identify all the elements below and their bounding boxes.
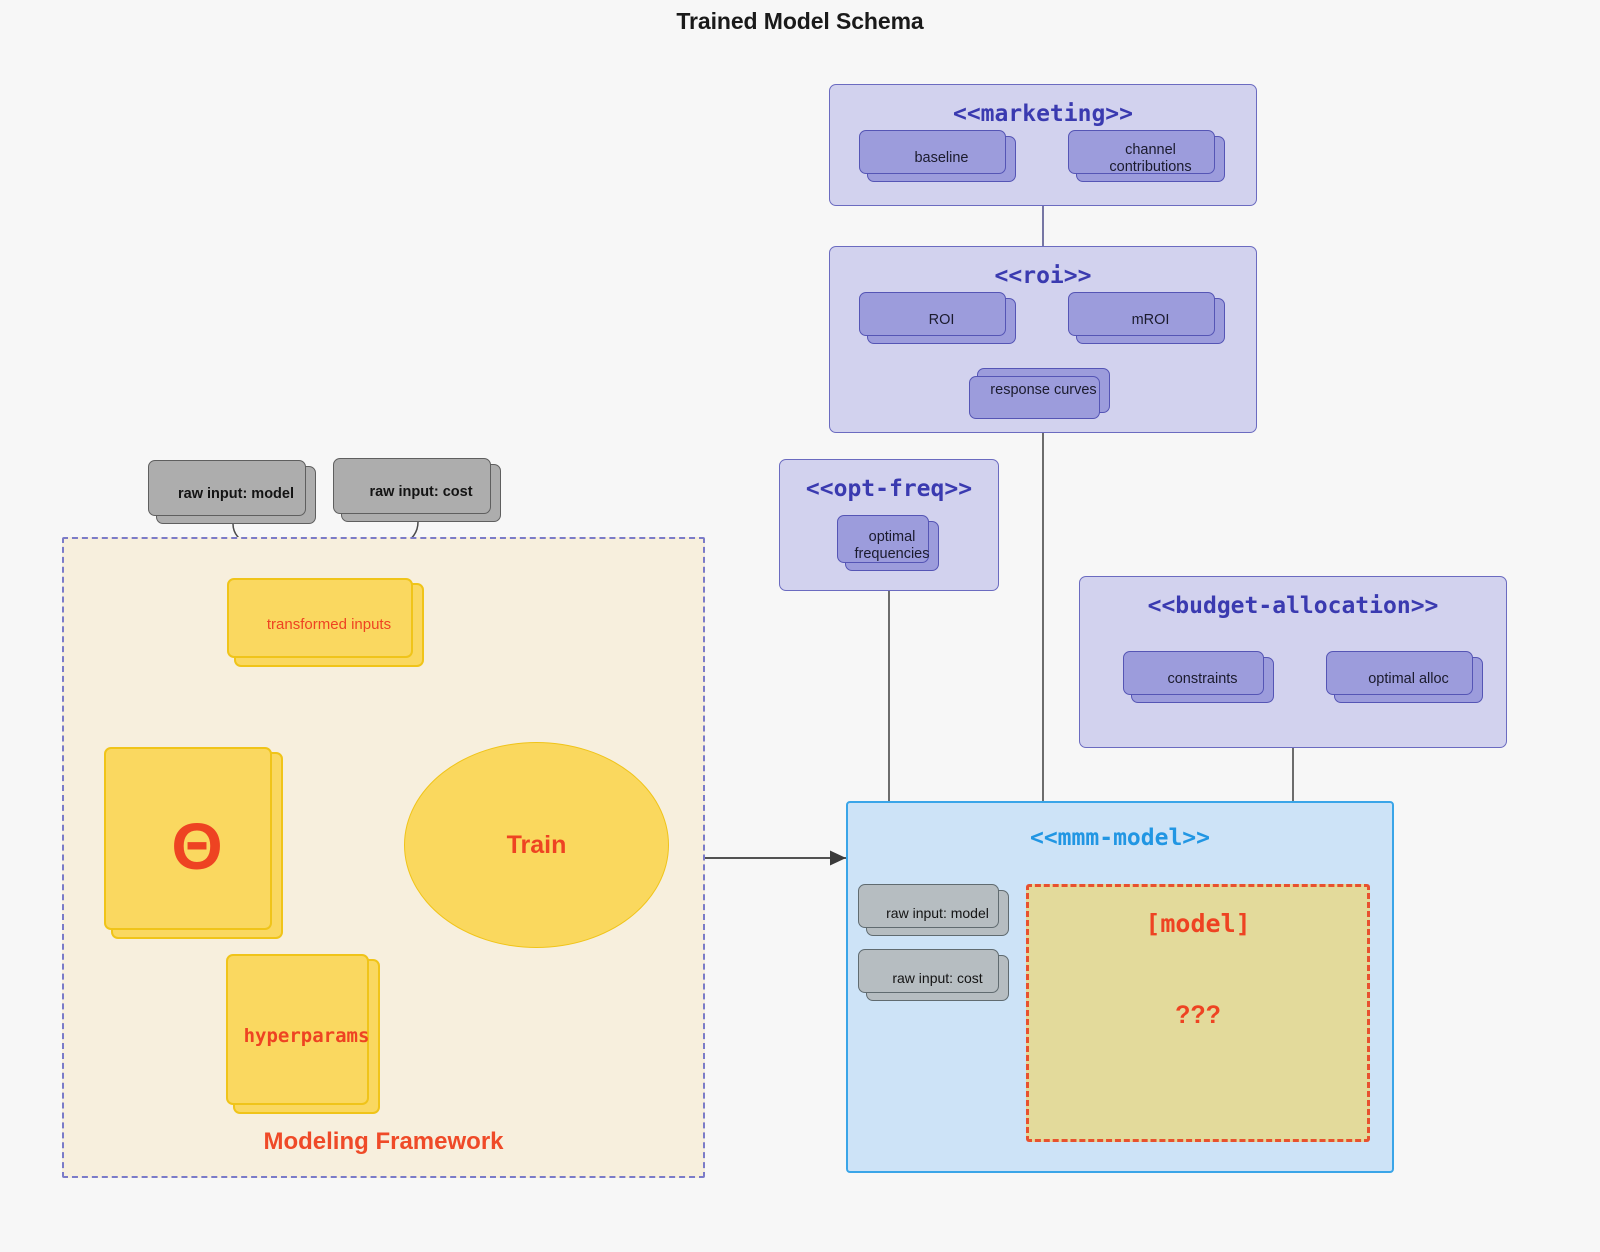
card-stack-shadow — [1068, 292, 1215, 336]
package-marketing-title: <<marketing>> — [952, 101, 1133, 127]
node-optimal-alloc[interactable]: optimal alloc — [1326, 651, 1483, 703]
node-label: raw input: model — [178, 486, 294, 503]
node-mmm-raw-input-cost[interactable]: raw input: cost — [858, 949, 1009, 1001]
page-title: Trained Model Schema — [676, 8, 924, 34]
card-stack-shadow — [858, 884, 999, 928]
card-stack-shadow — [227, 578, 413, 658]
node-label: ROI — [928, 312, 955, 329]
card-stack-shadow — [1326, 651, 1473, 695]
node-raw-input-cost[interactable]: raw input: cost — [333, 458, 501, 522]
package-mmm-model-title: <<mmm-model>> — [1029, 825, 1210, 851]
node-optimal-frequencies[interactable]: optimal frequencies — [837, 515, 939, 571]
node-label: raw input: cost — [369, 484, 473, 501]
node-label: hyperparams — [243, 1025, 370, 1048]
card-stack-shadow — [858, 949, 999, 993]
node-label: baseline — [914, 150, 969, 167]
package-roi-title: <<roi>> — [994, 263, 1092, 289]
node-label: raw input: cost — [892, 969, 983, 986]
theta-glyph: Θ — [171, 808, 223, 883]
card-stack-shadow — [333, 458, 491, 514]
node-mmm-raw-input-model[interactable]: raw input: model — [858, 884, 1009, 936]
card-stack-shadow — [837, 515, 929, 563]
node-theta[interactable]: Θ — [104, 747, 283, 939]
node-transformed-inputs[interactable]: transformed inputs — [227, 578, 424, 667]
node-label: optimal alloc — [1368, 671, 1449, 688]
node-raw-input-model[interactable]: raw input: model — [148, 460, 316, 524]
card-stack-shadow — [859, 130, 1006, 174]
card-stack-shadow — [1068, 130, 1215, 174]
package-budget-allocation-title: <<budget-allocation>> — [1147, 593, 1439, 619]
model-placeholder-box[interactable]: [model] ??? — [1026, 884, 1370, 1142]
unknown-label: ??? — [1175, 1001, 1221, 1029]
node-constraints[interactable]: constraints — [1123, 651, 1274, 703]
node-label: mROI — [1131, 312, 1170, 329]
node-mroi[interactable]: mROI — [1068, 292, 1225, 344]
node-label: optimal frequencies — [854, 528, 930, 562]
model-label: [model] — [1145, 909, 1251, 938]
card-stack-shadow — [226, 954, 369, 1105]
node-label: transformed inputs — [266, 616, 392, 634]
node-train[interactable]: Train — [404, 742, 669, 948]
node-label: channel contributions — [1109, 141, 1192, 175]
node-hyperparams[interactable]: hyperparams — [226, 954, 380, 1114]
card-stack-shadow — [969, 376, 1100, 419]
card-stack-shadow — [148, 460, 306, 516]
node-roi[interactable]: ROI — [859, 292, 1016, 344]
node-label: raw input: model — [886, 904, 989, 921]
package-opt-freq-title: <<opt-freq>> — [805, 476, 973, 502]
node-response-curves[interactable]: response curves — [969, 368, 1110, 419]
card-stack-shadow — [104, 747, 272, 930]
card-stack-shadow — [1123, 651, 1264, 695]
card-stack-shadow — [859, 292, 1006, 336]
train-label: Train — [506, 830, 567, 859]
node-baseline[interactable]: baseline — [859, 130, 1016, 182]
node-label: constraints — [1167, 671, 1238, 688]
modeling-framework-label: Modeling Framework — [263, 1128, 504, 1155]
node-channel-contributions[interactable]: channel contributions — [1068, 130, 1225, 182]
node-label: response curves — [990, 381, 1097, 398]
